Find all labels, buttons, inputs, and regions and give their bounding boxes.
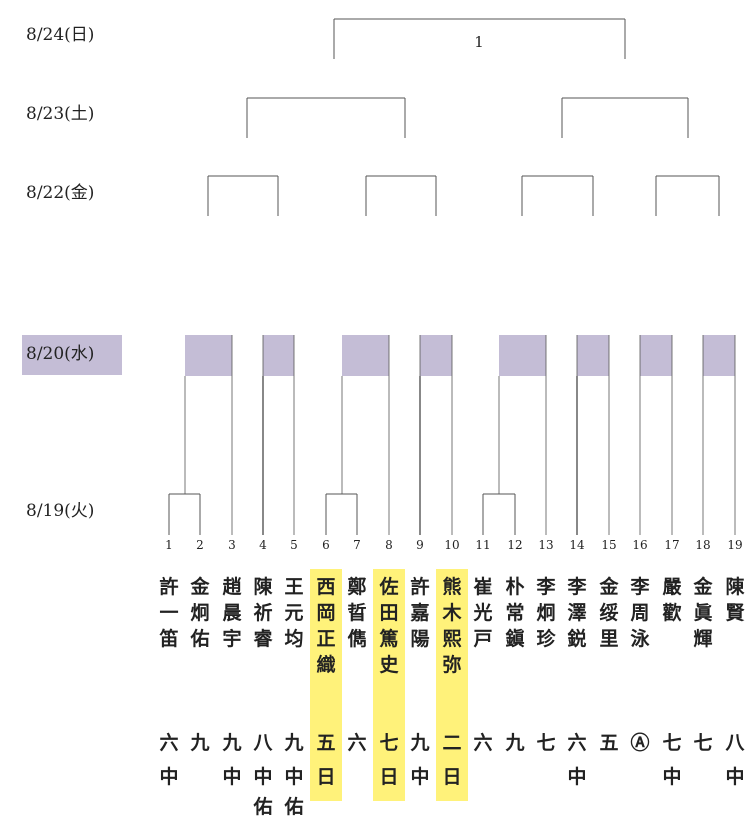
player-country: 中 (567, 766, 587, 788)
player-rank: 五 (599, 732, 619, 754)
date-0820: 8/20(水) (26, 344, 95, 364)
player-name: 許嘉陽 (410, 576, 430, 650)
player-rank: 二 (442, 732, 462, 754)
player-name: 嚴歡 (662, 576, 682, 624)
final-label: 1 (474, 33, 484, 51)
player-number: 6 (322, 538, 330, 552)
player-number: 18 (695, 538, 711, 552)
player-number: 1 (165, 538, 173, 552)
player-name: 金绥里 (599, 576, 619, 650)
player-name: 陳祈睿 (253, 576, 273, 650)
player-rank: 六 (159, 732, 179, 754)
player-country: 中 (222, 766, 242, 788)
player-country: 日 (442, 766, 462, 788)
player-rank: 九 (190, 732, 210, 754)
player-rank: 六 (473, 732, 493, 754)
player-number: 5 (290, 538, 298, 552)
player-number: 2 (196, 538, 204, 552)
round2-box-7 (640, 335, 672, 376)
player-name: 李周泳 (630, 576, 650, 650)
player-number: 14 (569, 538, 585, 552)
date-0824: 8/24(日) (26, 25, 95, 45)
player-rank: 七 (536, 732, 556, 754)
round2-box-8 (703, 335, 735, 376)
player-country: 中 (410, 766, 430, 788)
player-rank: 七 (693, 732, 713, 754)
player-name: 佐田篤史 (379, 576, 399, 676)
player-name: 陳賢 (725, 576, 745, 624)
date-0819: 8/19(火) (26, 501, 95, 521)
round2-box-3 (342, 335, 389, 376)
player-country: 中 (725, 766, 745, 788)
player-rank: Ⓐ (630, 732, 650, 754)
player-rank: 六 (347, 732, 367, 754)
player-rank: 七 (379, 732, 399, 754)
player-name: 趙晨宇 (222, 576, 242, 650)
player-rank: 六 (567, 732, 587, 754)
player-rank: 九 (222, 732, 242, 754)
highlight-bar (310, 569, 342, 801)
player-name: 崔光戸 (473, 576, 493, 650)
player-rank: 九 (410, 732, 430, 754)
player-rank: 七 (662, 732, 682, 754)
round2-box-2 (263, 335, 294, 376)
player-number: 4 (259, 538, 267, 552)
highlight-bar (373, 569, 405, 801)
player-name: 李炯珍 (536, 576, 556, 650)
player-number: 19 (727, 538, 743, 552)
player-number: 7 (353, 538, 361, 552)
date-0823: 8/23(土) (26, 104, 95, 124)
date-0822: 8/22(金) (26, 183, 95, 203)
player-country: 中佑 (284, 766, 304, 818)
player-name: 鄭晢儁 (347, 576, 367, 650)
player-country: 中 (159, 766, 179, 788)
player-number: 9 (416, 538, 424, 552)
player-country: 日 (316, 766, 336, 788)
player-number: 12 (507, 538, 523, 552)
player-number: 15 (601, 538, 617, 552)
round2-box-5 (499, 335, 546, 376)
player-rank: 九 (284, 732, 304, 754)
player-rank: 九 (505, 732, 525, 754)
player-rank: 八 (725, 732, 745, 754)
player-country: 日 (379, 766, 399, 788)
player-name: 朴常鎭 (505, 576, 525, 650)
player-number: 16 (632, 538, 648, 552)
player-name: 許一笛 (159, 576, 179, 650)
round2-box-6 (577, 335, 609, 376)
player-name: 王元均 (284, 576, 304, 650)
date-band-0820 (22, 335, 122, 375)
player-number: 11 (475, 538, 491, 552)
highlight-bar (436, 569, 468, 801)
player-name: 金眞輝 (693, 576, 713, 650)
round2-box-1 (185, 335, 232, 376)
player-number: 13 (538, 538, 554, 552)
player-country: 中 (662, 766, 682, 788)
player-rank: 八 (253, 732, 273, 754)
player-name: 李澤鋭 (567, 576, 587, 650)
player-country: 中佑 (253, 766, 273, 818)
player-number: 8 (385, 538, 393, 552)
player-rank: 五 (316, 732, 336, 754)
player-number: 17 (664, 538, 680, 552)
player-name: 金炯佑 (190, 576, 210, 650)
player-number: 10 (444, 538, 460, 552)
round2-box-4 (420, 335, 452, 376)
player-name: 熊木熙弥 (442, 576, 462, 676)
player-number: 3 (228, 538, 236, 552)
player-name: 西岡正織 (316, 576, 336, 676)
